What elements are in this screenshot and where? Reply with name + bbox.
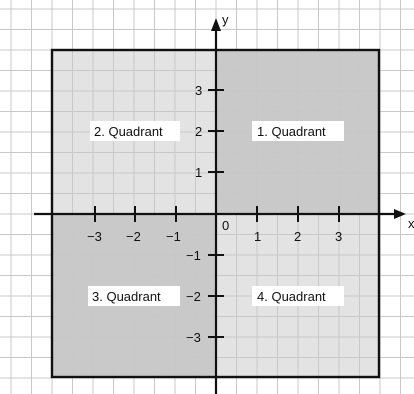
y-tick-label: −1 xyxy=(186,248,201,263)
quadrant-2-label: 2. Quadrant xyxy=(94,124,163,139)
x-axis-arrow-icon xyxy=(394,209,406,219)
x-tick-label: −3 xyxy=(87,229,102,244)
x-tick-label: 3 xyxy=(335,229,342,244)
y-axis-label: y xyxy=(222,12,229,27)
y-axis-arrow-icon xyxy=(211,18,221,31)
x-tick-label: 2 xyxy=(294,229,301,244)
quadrant-3-label: 3. Quadrant xyxy=(92,289,161,304)
y-tick-label: 2 xyxy=(195,124,202,139)
quadrant-1-label-background xyxy=(252,121,344,141)
x-axis-label: x xyxy=(408,216,414,231)
y-tick-label: 3 xyxy=(195,83,202,98)
origin-label: 0 xyxy=(222,218,229,233)
quadrant-3-label-background xyxy=(88,286,180,306)
y-tick-label: −2 xyxy=(186,289,201,304)
quadrant-4-label-background xyxy=(252,286,344,306)
x-tick-label: 1 xyxy=(254,229,261,244)
y-tick-label: 1 xyxy=(195,165,202,180)
quadrant-4-label: 4. Quadrant xyxy=(257,289,326,304)
y-tick-label: −3 xyxy=(186,330,201,345)
quadrant-2-label-background xyxy=(90,121,180,141)
x-tick-label: −2 xyxy=(126,229,141,244)
quadrant-1-label: 1. Quadrant xyxy=(257,124,326,139)
x-tick-label: −1 xyxy=(166,229,181,244)
